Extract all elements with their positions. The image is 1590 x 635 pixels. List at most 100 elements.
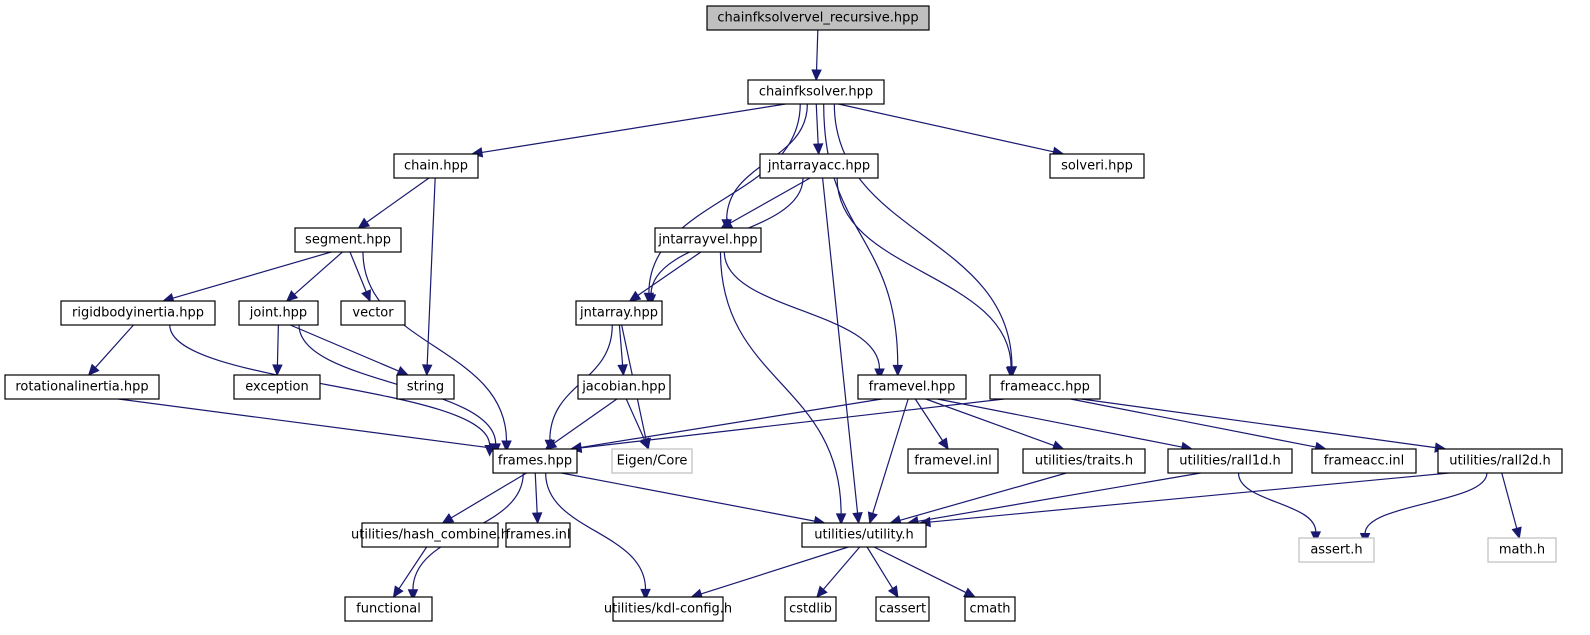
arrowhead-joint-to-string	[396, 366, 409, 376]
node-rotationalinertia[interactable]: rotationalinertia.hpp	[4, 374, 160, 400]
arrowhead-rall1d-to-assert	[1310, 531, 1322, 544]
edge-jntarrayacc-to-jntarrayvel	[729, 177, 811, 224]
node-box-functional[interactable]	[344, 596, 433, 622]
node-framevelinl[interactable]: framevel.inl	[907, 448, 999, 474]
arrowhead-frames-to-hashcombine	[441, 513, 455, 524]
node-box-framevelinl[interactable]	[907, 448, 999, 474]
node-box-frameacc[interactable]	[989, 374, 1101, 400]
node-utility[interactable]: utilities/utility.h	[801, 522, 927, 548]
node-cmath[interactable]: cmath	[964, 596, 1016, 622]
node-box-frameaccinl[interactable]	[1311, 448, 1417, 474]
arrowhead-jntarrayacc-to-jntarray	[645, 294, 657, 307]
edge-rotationalinertia-to-frames	[118, 398, 490, 449]
node-solveri[interactable]: solveri.hpp	[1049, 153, 1145, 179]
node-string[interactable]: string	[396, 374, 455, 400]
node-box-string[interactable]	[396, 374, 455, 400]
node-box-rall1d[interactable]	[1167, 448, 1293, 474]
node-box-solveri[interactable]	[1049, 153, 1145, 179]
node-cassert[interactable]: cassert	[875, 596, 930, 622]
edge-rall2d-to-utility	[929, 472, 1450, 523]
edge-rall1d-to-utility	[917, 472, 1201, 522]
node-box-joint[interactable]	[238, 300, 319, 326]
node-jacobian[interactable]: jacobian.hpp	[577, 374, 671, 400]
node-label-mathh: math.h	[1499, 543, 1545, 558]
node-chain[interactable]: chain.hpp	[393, 153, 479, 179]
node-box-kdlconfig[interactable]	[612, 596, 724, 622]
node-exception[interactable]: exception	[233, 374, 321, 400]
node-box-rigidbodyinertia[interactable]	[60, 300, 216, 326]
node-label-traits: utilities/traits.h	[1035, 454, 1133, 469]
node-jntarrayacc[interactable]: jntarrayacc.hpp	[759, 153, 879, 179]
node-box-jntarray[interactable]	[575, 300, 663, 326]
node-label-chain: chain.hpp	[404, 159, 468, 174]
node-rall2d[interactable]: utilities/rall2d.h	[1437, 448, 1563, 474]
node-label-segment: segment.hpp	[305, 233, 391, 248]
node-box-rotationalinertia[interactable]	[4, 374, 160, 400]
node-frameacc[interactable]: frameacc.hpp	[989, 374, 1101, 400]
edge-framevel-to-framevelinl	[914, 398, 944, 441]
node-kdlconfig[interactable]: utilities/kdl-config.h	[604, 596, 732, 622]
node-box-vector[interactable]	[340, 300, 406, 326]
node-box-jntarrayvel[interactable]	[654, 227, 762, 253]
node-box-root[interactable]	[706, 5, 930, 31]
arrowhead-segment-to-frames	[501, 440, 512, 453]
node-box-assert	[1298, 537, 1375, 563]
node-box-chainfksolver[interactable]	[747, 79, 885, 105]
node-box-jacobian[interactable]	[577, 374, 671, 400]
node-box-framesinl[interactable]	[505, 522, 571, 548]
node-box-rall2d[interactable]	[1437, 448, 1563, 474]
node-frames[interactable]: frames.hpp	[492, 448, 578, 474]
arrowhead-chainfksolver-to-framevel	[892, 364, 904, 377]
arrowhead-frames-to-functional	[407, 589, 419, 601]
edge-frameacc-to-frames	[580, 398, 1005, 449]
edge-chainfksolver-to-chain	[481, 103, 786, 154]
node-chainfksolver[interactable]: chainfksolver.hpp	[747, 79, 885, 105]
edge-jntarrayacc-to-utility	[822, 177, 859, 514]
node-rall1d[interactable]: utilities/rall1d.h	[1167, 448, 1293, 474]
edge-joint-to-string	[290, 324, 399, 372]
arrowhead-jntarrayacc-to-utility	[852, 512, 863, 525]
edge-segment-to-frames	[362, 251, 508, 442]
node-box-cmath[interactable]	[964, 596, 1016, 622]
node-box-hashcombine[interactable]	[361, 522, 499, 548]
node-framevel[interactable]: framevel.hpp	[857, 374, 967, 400]
node-jntarrayvel[interactable]: jntarrayvel.hpp	[654, 227, 762, 253]
node-functional[interactable]: functional	[344, 596, 433, 622]
node-jntarray[interactable]: jntarray.hpp	[575, 300, 663, 326]
node-box-jntarrayacc[interactable]	[759, 153, 879, 179]
node-box-framevel[interactable]	[857, 374, 967, 400]
node-traits[interactable]: utilities/traits.h	[1022, 448, 1146, 474]
nodes-layer: chainfksolvervel_recursive.hpp chainfksol…	[4, 5, 1563, 622]
node-root[interactable]: chainfksolvervel_recursive.hpp	[706, 5, 930, 31]
node-label-kdlconfig: utilities/kdl-config.h	[604, 602, 732, 617]
node-frameaccinl[interactable]: frameacc.inl	[1311, 448, 1417, 474]
arrowhead-rall2d-to-mathh	[1511, 526, 1522, 540]
node-box-frames[interactable]	[492, 448, 578, 474]
node-vector[interactable]: vector	[340, 300, 406, 326]
node-box-cstdlib[interactable]	[784, 596, 837, 622]
node-box-utility[interactable]	[801, 522, 927, 548]
edge-frames-to-hashcombine	[450, 472, 527, 519]
node-label-frames: frames.hpp	[498, 454, 572, 469]
node-box-segment[interactable]	[294, 227, 402, 253]
arrowhead-utility-to-cassert	[887, 585, 899, 599]
node-box-chain[interactable]	[393, 153, 479, 179]
edge-jntarrayvel-to-framevel	[723, 251, 881, 369]
edge-jntarray-to-jacobian	[618, 324, 624, 366]
node-hashcombine[interactable]: utilities/hash_combine.h	[351, 522, 509, 548]
node-box-exception[interactable]	[233, 374, 321, 400]
node-label-rall1d: utilities/rall1d.h	[1179, 454, 1280, 469]
node-box-traits[interactable]	[1022, 448, 1146, 474]
edge-segment-to-rigidbodyinertia	[172, 251, 332, 299]
arrowhead-frames-to-kdlconfig	[640, 588, 651, 601]
node-box-cassert[interactable]	[875, 596, 930, 622]
edge-utility-to-cassert	[866, 546, 894, 589]
node-framesinl[interactable]: frames.inl	[505, 522, 571, 548]
node-label-jacobian: jacobian.hpp	[581, 380, 666, 395]
node-segment[interactable]: segment.hpp	[294, 227, 402, 253]
arrowhead-hashcombine-to-functional	[392, 585, 404, 599]
node-joint[interactable]: joint.hpp	[238, 300, 319, 326]
edge-utility-to-kdlconfig	[700, 546, 849, 595]
node-cstdlib[interactable]: cstdlib	[784, 596, 837, 622]
node-rigidbodyinertia[interactable]: rigidbodyinertia.hpp	[60, 300, 216, 326]
